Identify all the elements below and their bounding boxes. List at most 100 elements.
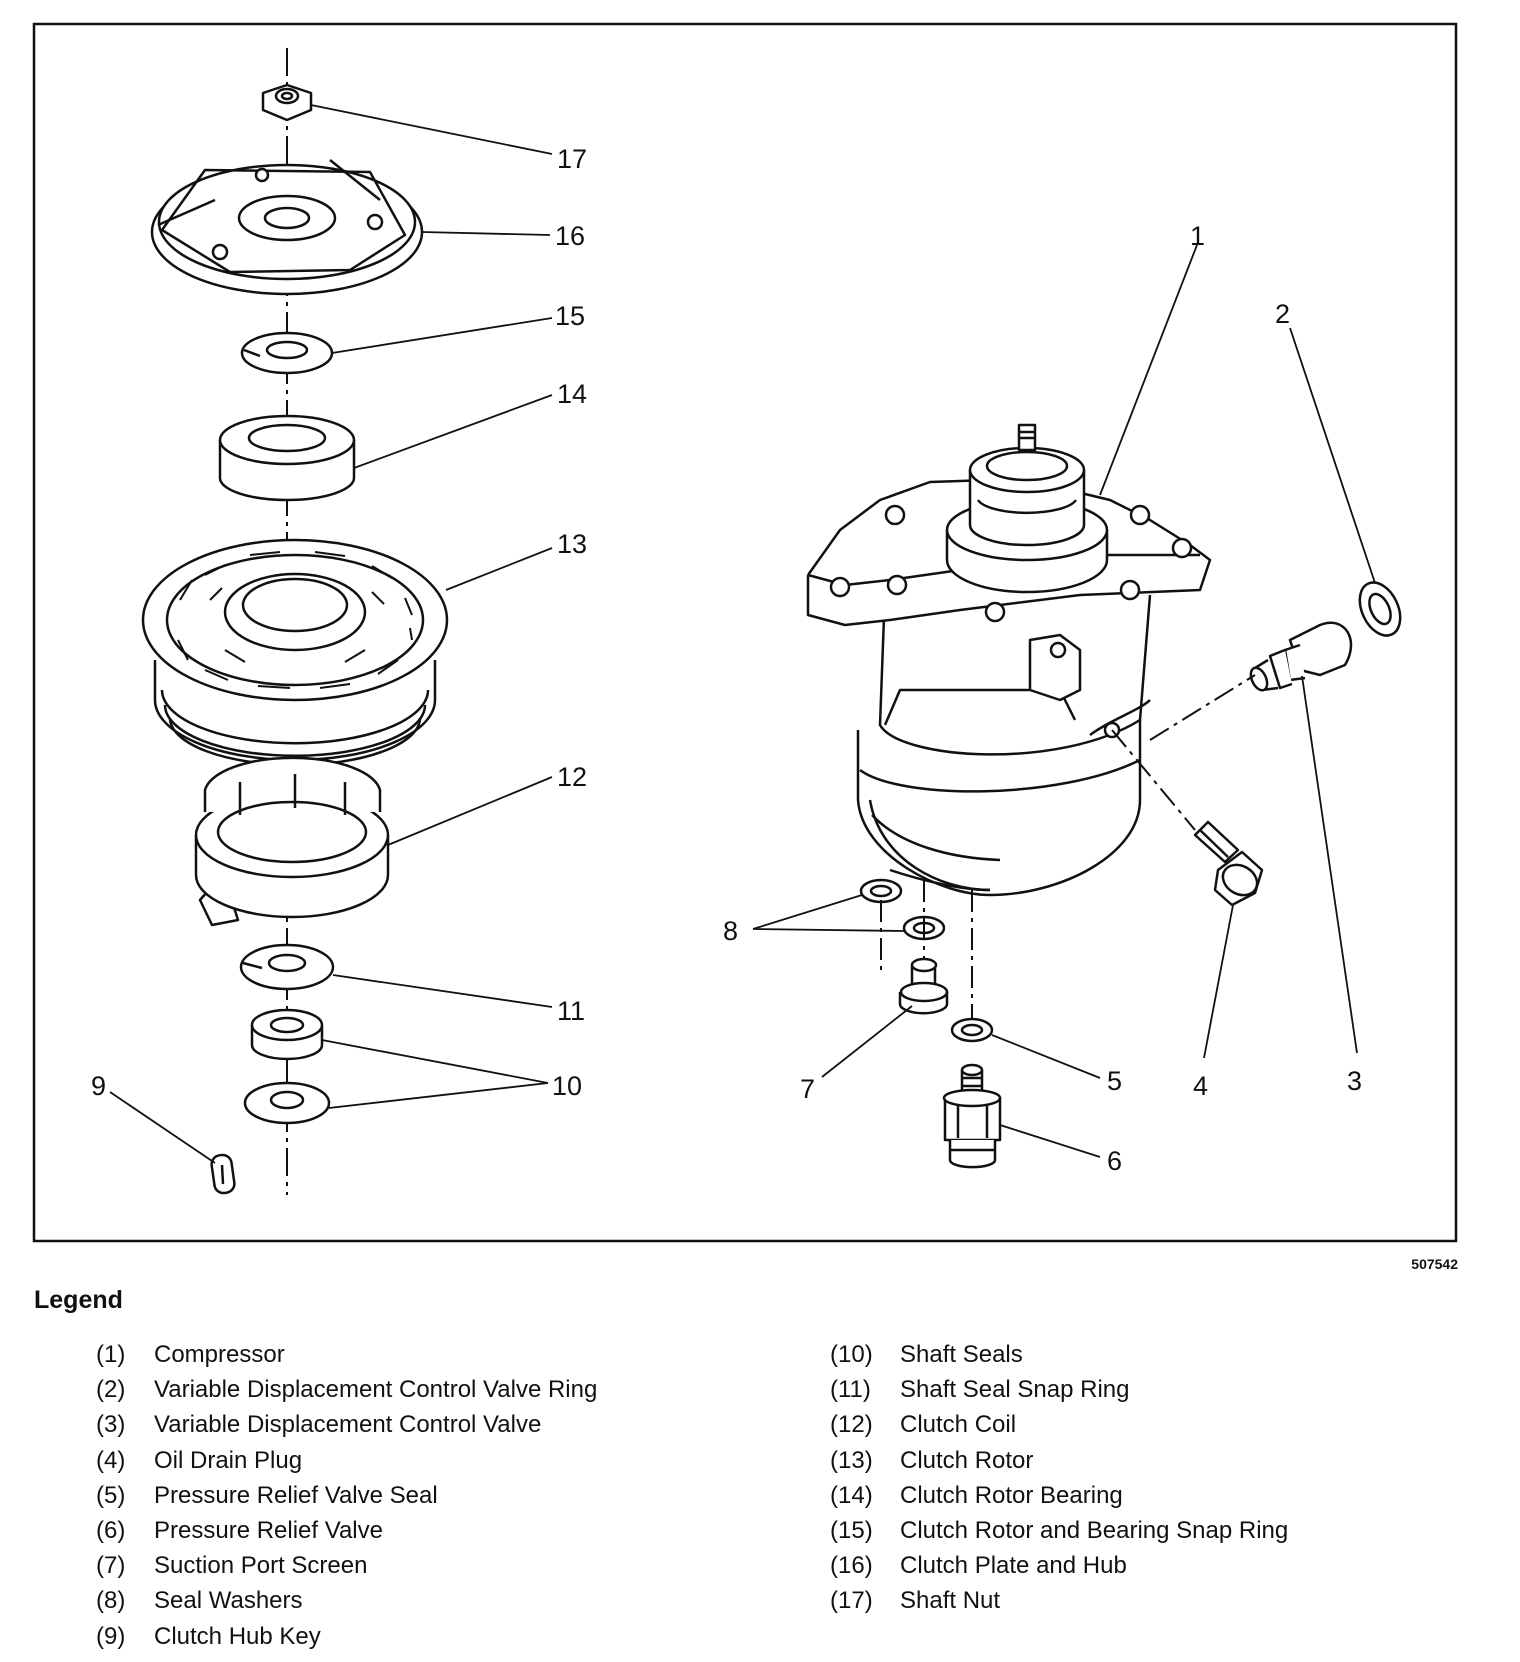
leader-4: [1203, 904, 1234, 1059]
legend-number: (4): [96, 1446, 126, 1474]
relief-valve-seal-part: [950, 1017, 994, 1043]
legend-item-11: (11) Shaft Seal Snap Ring: [830, 1372, 1288, 1407]
shaft-seal-snap-ring-part: [239, 943, 335, 991]
leader-15: [331, 317, 553, 354]
oil-drain-plug-part: [1193, 820, 1264, 907]
legend-item-1: (1) Compressor: [96, 1337, 597, 1372]
clutch-hub-key-part: [210, 1153, 236, 1195]
callout-9: 9: [91, 1071, 106, 1101]
exploded-view-diagram: 17 16 15 14 13 12 11 10 9 1 2 3 4 5 6 7 …: [32, 22, 1458, 1243]
legend-label: Seal Washers: [154, 1587, 303, 1615]
legend-number: (15): [830, 1516, 873, 1544]
legend-number: (10): [830, 1341, 873, 1368]
legend-label: Clutch Rotor: [900, 1446, 1034, 1474]
legend-item-7: (7) Suction Port Screen: [96, 1548, 597, 1583]
leader-10a: [321, 1039, 549, 1084]
legend-number: (11): [830, 1376, 871, 1404]
clutch-rotor-part: [141, 538, 449, 767]
leader-7: [821, 1005, 913, 1078]
legend-label: Compressor: [154, 1341, 285, 1368]
legend-label: Clutch Rotor and Bearing Snap Ring: [900, 1516, 1289, 1544]
rotor-snap-ring-part: [240, 331, 334, 375]
legend-item-9: (9) Clutch Hub Key: [96, 1619, 597, 1654]
leader-13: [445, 547, 553, 591]
drain-plug-axis-line: [1111, 729, 1196, 831]
leader-12: [387, 776, 553, 846]
legend-label: Variable Displacement Control Valve Ring: [154, 1376, 598, 1404]
compressor-part: [806, 423, 1212, 897]
callout-12: 12: [557, 762, 587, 792]
legend-left-column: (1) Compressor (2) Variable Displacement C…: [96, 1337, 597, 1654]
leader-10b: [328, 1082, 549, 1109]
leader-16: [421, 231, 551, 236]
callout-14: 14: [557, 379, 587, 409]
leader-8b: [752, 928, 905, 932]
legend-label: Clutch Hub Key: [154, 1622, 321, 1650]
control-valve-part: [1249, 621, 1353, 692]
callout-16: 16: [555, 221, 585, 251]
legend-label: Suction Port Screen: [154, 1552, 368, 1580]
legend-number: (17): [830, 1587, 873, 1615]
legend-number: (1): [96, 1341, 126, 1368]
legend-title: Legend: [34, 1286, 123, 1314]
legend-label: Variable Displacement Control Valve: [154, 1411, 542, 1439]
legend-item-17: (17) Shaft Nut: [830, 1583, 1288, 1618]
legend-item-6: (6) Pressure Relief Valve: [96, 1513, 597, 1548]
leader-6: [999, 1124, 1101, 1158]
control-valve-ring-part: [1358, 581, 1402, 637]
legend-label: Pressure Relief Valve Seal: [154, 1481, 438, 1509]
legend-right-column: (10)Shaft Seals (11) Shaft Seal Snap Ring…: [830, 1337, 1288, 1619]
control-valve-axis-line: [1149, 674, 1256, 741]
callout-6: 6: [1107, 1146, 1122, 1176]
shaft-nut-part: [261, 83, 313, 122]
legend-item-10: (10)Shaft Seals: [830, 1337, 1288, 1372]
legend-label: Pressure Relief Valve: [154, 1516, 383, 1544]
legend-number: (5): [96, 1481, 126, 1509]
legend-number: (12): [830, 1411, 873, 1439]
legend-label: Clutch Plate and Hub: [900, 1552, 1127, 1580]
leader-14: [353, 394, 553, 469]
legend-label: Shaft Seal Snap Ring: [900, 1376, 1130, 1404]
callout-8: 8: [723, 916, 738, 946]
legend-label: Clutch Rotor Bearing: [900, 1481, 1123, 1509]
callout-5: 5: [1107, 1066, 1122, 1096]
clutch-coil-part: [194, 756, 390, 927]
callout-2: 2: [1275, 299, 1290, 329]
callout-13: 13: [557, 529, 587, 559]
legend-item-12: (12)Clutch Coil: [830, 1407, 1288, 1442]
legend-number: (14): [830, 1481, 873, 1509]
leader-11: [332, 974, 553, 1008]
shaft-seals-part: [243, 1008, 331, 1125]
legend-number: (2): [96, 1376, 126, 1404]
legend-label: Oil Drain Plug: [154, 1446, 303, 1474]
legend-number: (9): [96, 1622, 126, 1650]
leader-9: [109, 1091, 216, 1164]
leader-5: [991, 1034, 1101, 1079]
legend-item-2: (2) Variable Displacement Control Valve R…: [96, 1372, 597, 1407]
legend-item-16: (16) Clutch Plate and Hub: [830, 1548, 1288, 1583]
legend-label: Shaft Nut: [900, 1587, 1001, 1615]
rotor-bearing-part: [218, 414, 356, 502]
suction-port-screen-part: [898, 957, 949, 1015]
figure-id: 507542: [1411, 1256, 1458, 1272]
callout-4: 4: [1193, 1071, 1208, 1101]
leader-1: [1099, 244, 1198, 496]
legend-number: (7): [96, 1552, 126, 1580]
leader-8a: [752, 894, 863, 930]
callout-11: 11: [557, 996, 585, 1026]
callout-15: 15: [555, 301, 585, 331]
callout-7: 7: [800, 1074, 815, 1104]
legend-item-13: (13) Clutch Rotor: [830, 1443, 1288, 1478]
legend-number: (6): [96, 1516, 126, 1544]
legend-number: (13): [830, 1446, 873, 1474]
leader-2: [1289, 327, 1376, 584]
pressure-relief-valve-part: [942, 1063, 1002, 1169]
legend-number: (3): [96, 1411, 126, 1439]
legend-item-8: (8) Seal Washers: [96, 1583, 597, 1618]
callout-10: 10: [552, 1071, 582, 1101]
legend-number: (16): [830, 1552, 873, 1580]
legend-number: (8): [96, 1587, 126, 1615]
legend-item-15: (15) Clutch Rotor and Bearing Snap Ring: [830, 1513, 1288, 1548]
clutch-plate-hub-part: [150, 159, 424, 296]
callout-17: 17: [557, 144, 587, 174]
